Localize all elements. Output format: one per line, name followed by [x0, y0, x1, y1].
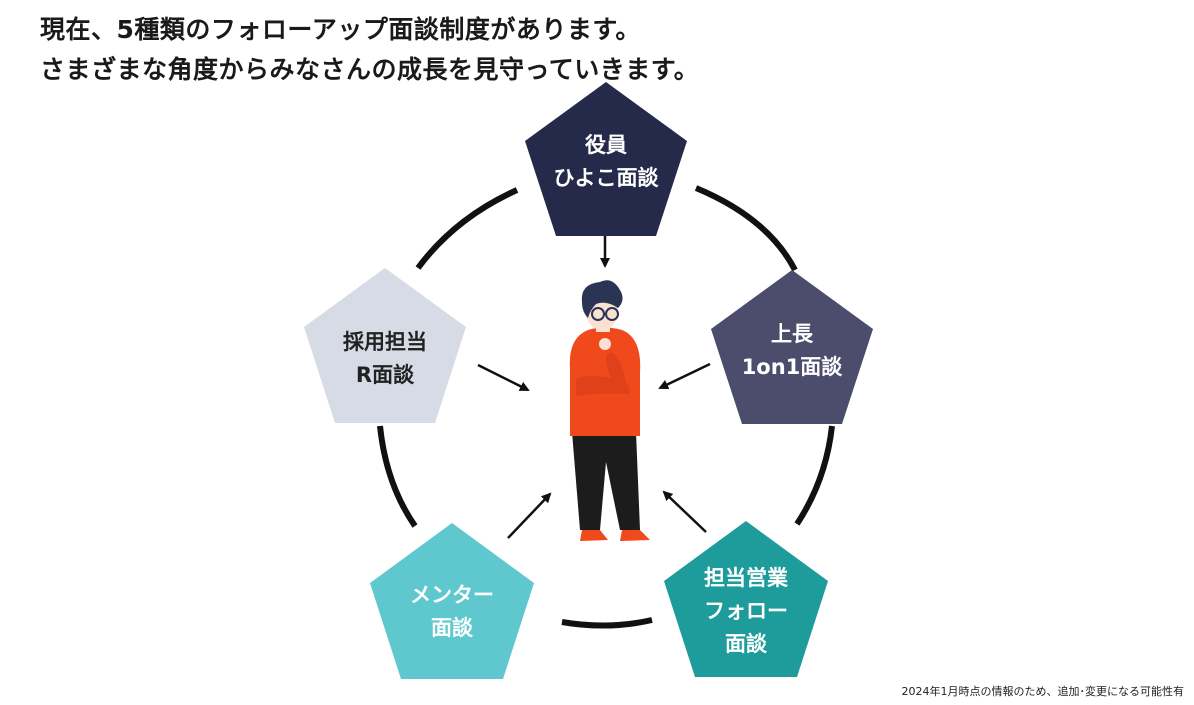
- person-hand: [599, 338, 611, 350]
- node-officer: 役員ひよこ面談: [525, 82, 687, 236]
- arrow-from-recruit: [477, 363, 530, 392]
- thinking-person-illustration: [569, 280, 650, 541]
- node-mentor-label-line: メンター: [410, 583, 494, 607]
- ring-arc-bottom: [561, 617, 653, 629]
- node-sales-label-line: 面談: [725, 632, 768, 656]
- person-shoe-right: [620, 530, 650, 541]
- node-boss: 上長 1on1面談: [711, 270, 873, 424]
- ring-arc-left: [377, 425, 418, 528]
- node-boss-label-line: 1on1面談: [742, 355, 844, 379]
- person-glasses: [591, 307, 619, 321]
- arrow-from-boss: [658, 362, 711, 390]
- ring-arc-top-right: [694, 185, 798, 272]
- heading-line-1: 現在、5種類のフォローアップ面談制度があります。: [40, 15, 641, 44]
- footnote: 2024年1月時点の情報のため、追加･変更になる可能性有: [901, 685, 1185, 698]
- node-recruit-label-line: R面談: [356, 363, 415, 387]
- arrow-from-sales: [662, 490, 707, 533]
- person-raised-arm: [606, 352, 626, 386]
- ring-arc-right: [794, 425, 835, 526]
- ring-arcs: [377, 185, 835, 629]
- node-boss-label-line: 上長: [771, 322, 814, 346]
- node-officer-label-line: 役員: [585, 133, 627, 157]
- node-mentor-shape: [370, 523, 534, 679]
- page-heading: 現在、5種類のフォローアップ面談制度があります。 さまざまな角度からみなさんの成…: [40, 10, 699, 90]
- person-hair: [581, 280, 623, 318]
- node-recruit-label-line: 採用担当: [343, 330, 427, 354]
- heading-line-2: さまざまな角度からみなさんの成長を見守っていきます。: [40, 55, 700, 84]
- node-sales: 担当営業フォロー面談: [664, 521, 828, 677]
- node-officer-label-line: ひよこ面談: [554, 166, 660, 190]
- node-sales-shape: [664, 521, 828, 677]
- node-recruit-label: 採用担当 R面談: [343, 330, 427, 387]
- arrow-from-mentor: [507, 492, 552, 539]
- pentagon-nodes: 役員ひよこ面談 上長 1on1面談 担当営業フォロー面談 メンター面談 採用担当 R…: [304, 82, 873, 679]
- node-recruit-shape: [304, 268, 466, 423]
- node-officer-label: 役員ひよこ面談: [554, 133, 660, 190]
- node-sales-label-line: 担当営業: [704, 566, 789, 590]
- node-recruit: 採用担当 R面談: [304, 268, 466, 423]
- node-officer-shape: [525, 82, 687, 236]
- node-mentor: メンター面談: [370, 523, 534, 679]
- node-mentor-label: メンター面談: [410, 583, 494, 640]
- person-pants: [572, 432, 640, 530]
- node-mentor-label-line: 面談: [431, 616, 474, 640]
- node-sales-label: 担当営業フォロー面談: [704, 566, 789, 656]
- node-boss-label: 上長 1on1面談: [742, 322, 844, 379]
- person-shoe-left: [580, 530, 608, 541]
- ring-arc-top-left: [415, 187, 519, 270]
- node-boss-shape: [711, 270, 873, 424]
- node-sales-label-line: フォロー: [704, 599, 788, 623]
